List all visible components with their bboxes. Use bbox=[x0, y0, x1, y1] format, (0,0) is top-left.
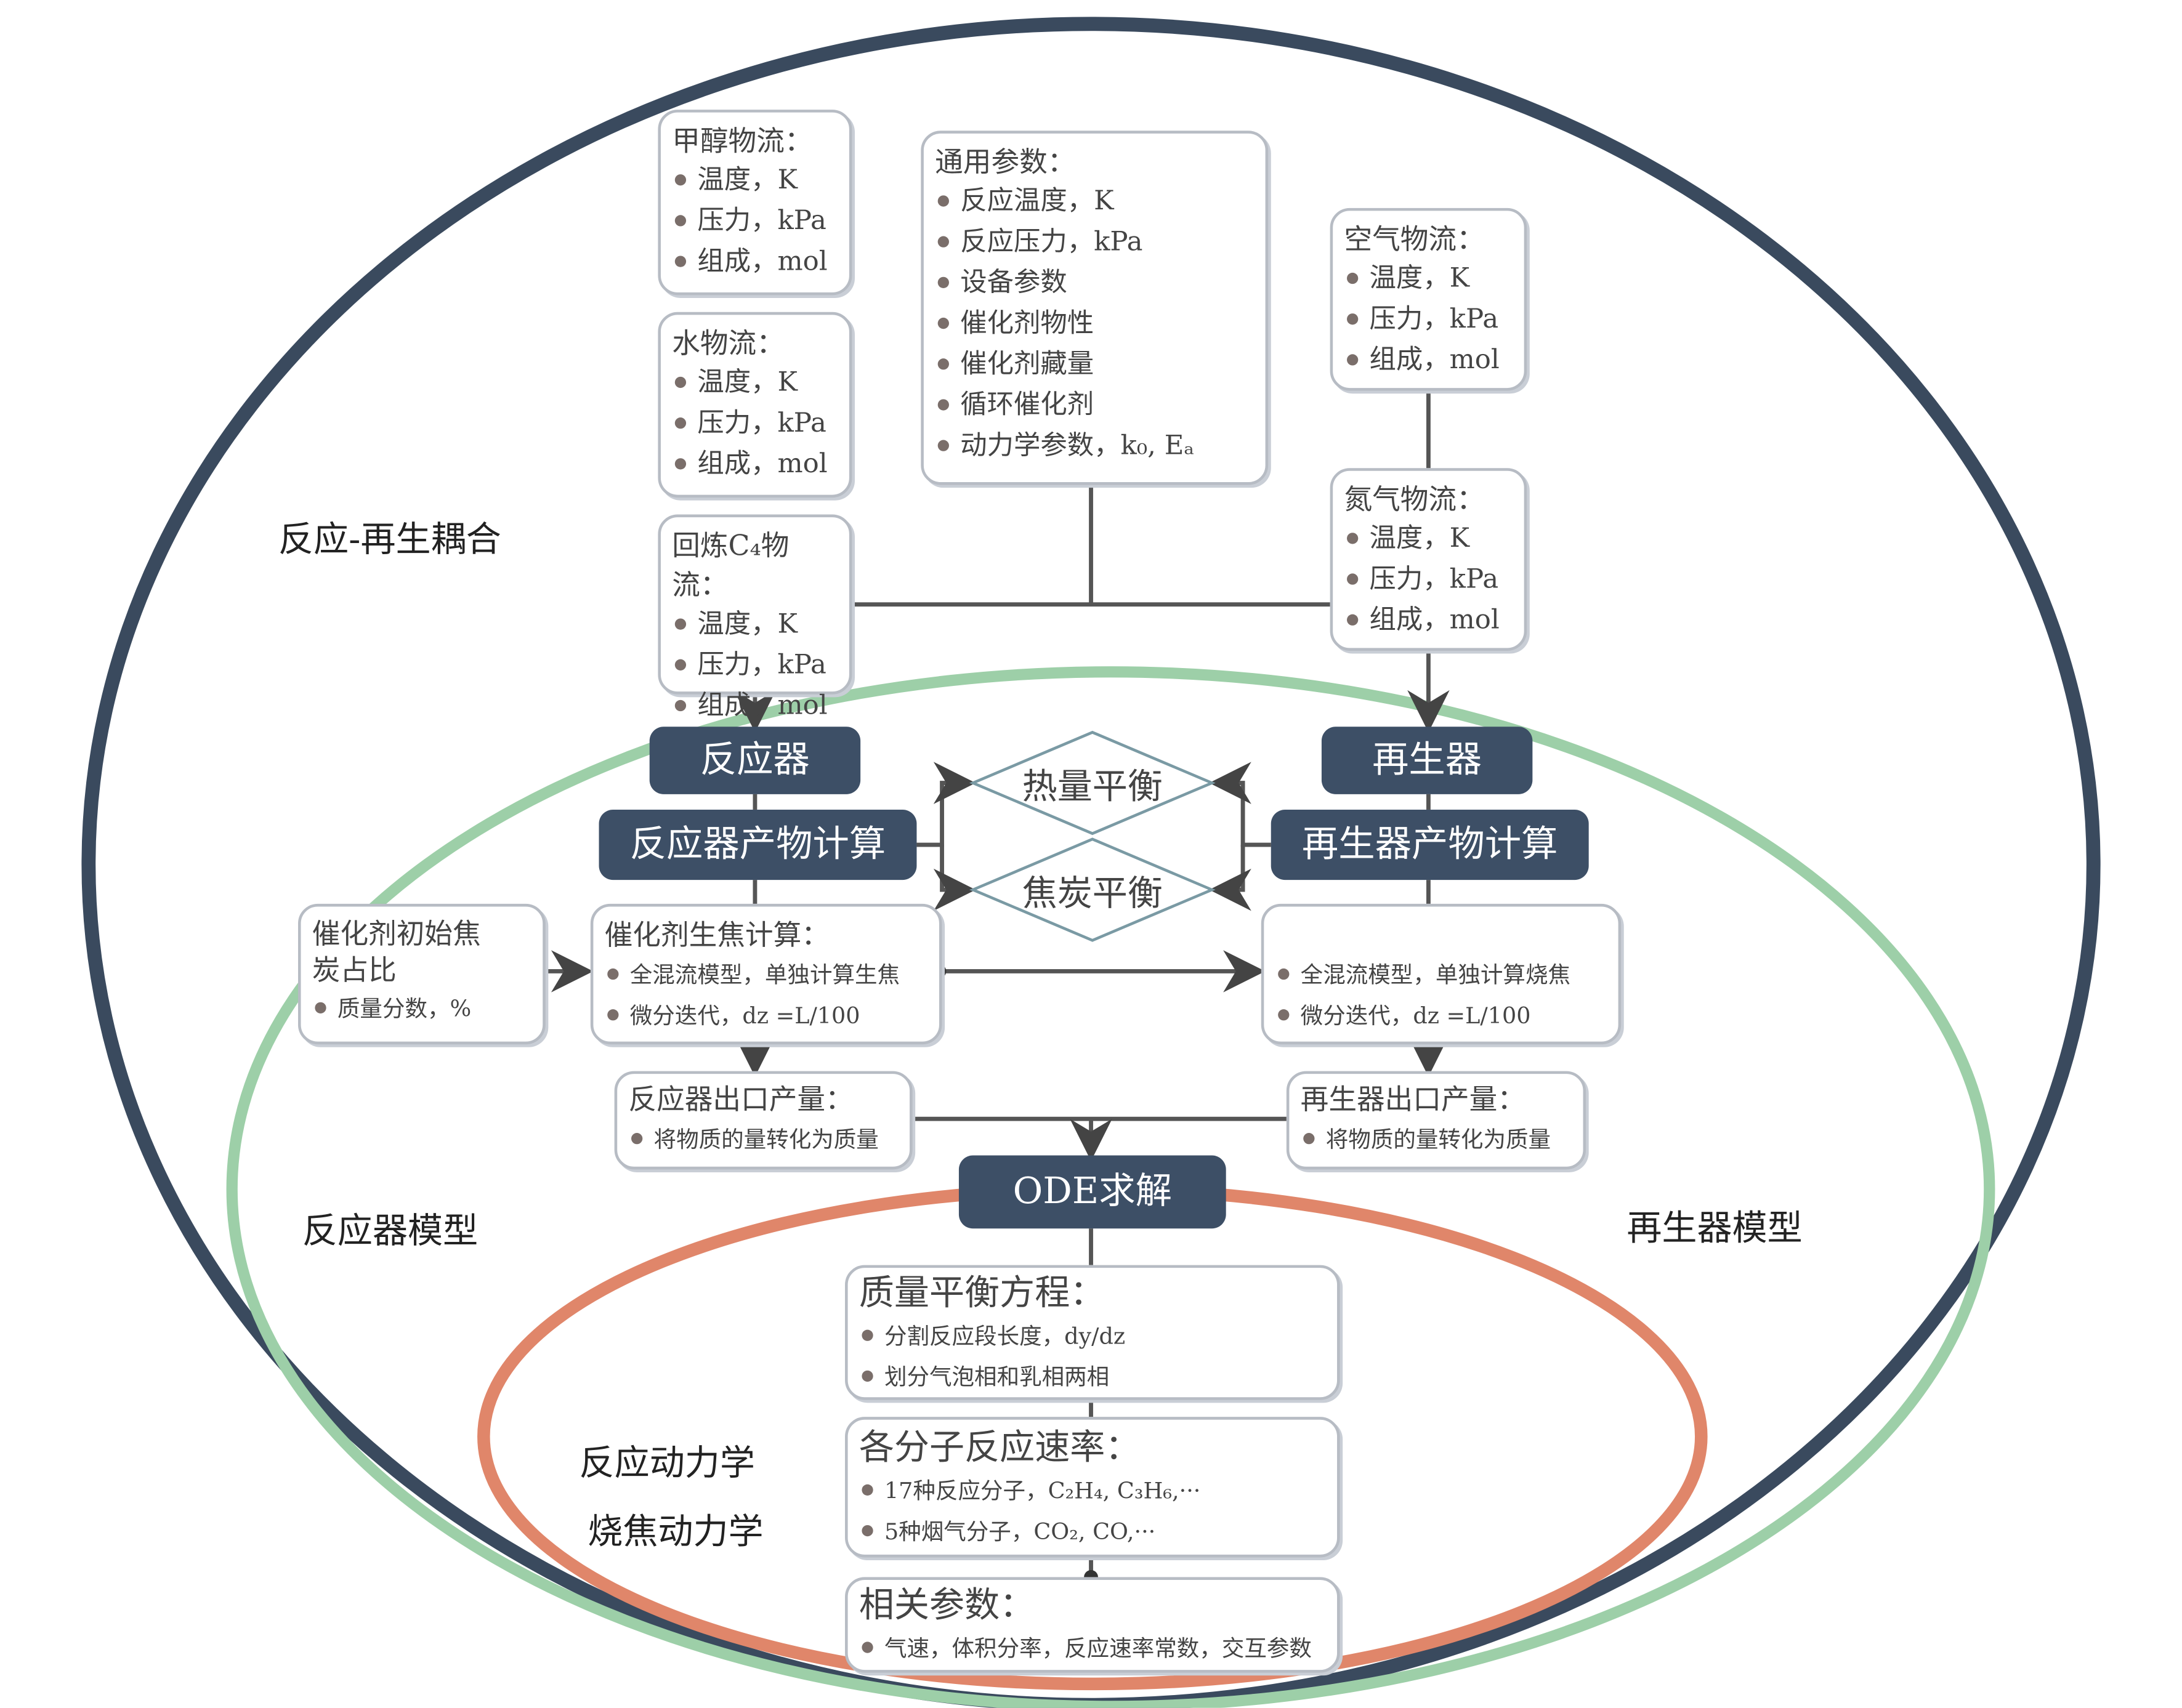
list-item: 压力，kPa bbox=[672, 201, 838, 241]
list-item: 将物质的量转化为质量 bbox=[1301, 1119, 1572, 1159]
reactor-product-calc-node: 反应器产物计算 bbox=[599, 809, 917, 880]
list-item: 压力，kPa bbox=[1344, 560, 1513, 600]
ode-solve-node: ODE求解 bbox=[958, 1155, 1226, 1229]
heat-balance-diamond bbox=[969, 730, 1216, 836]
regenerator-node: 再生器 bbox=[1321, 727, 1533, 794]
list-item: 温度，K bbox=[1344, 259, 1513, 299]
list-item: 全混流模型，单独计算生焦 bbox=[605, 954, 928, 995]
list-item: 组成，mol bbox=[672, 242, 838, 283]
box-title: 空气物流： bbox=[1344, 222, 1485, 256]
list-item: 反应压力，kPa bbox=[935, 222, 1254, 263]
list-item: 催化剂物性 bbox=[935, 304, 1254, 344]
box-title: 各分子反应速率： bbox=[859, 1427, 1141, 1468]
list-item: 动力学参数，k₀, Eₐ bbox=[935, 426, 1254, 467]
coke-burning-box: 全混流模型，单独计算烧焦微分迭代，dz =L/100 bbox=[1261, 903, 1622, 1045]
list-item: 组成，mol bbox=[1344, 340, 1513, 381]
box-title: 氮气物流： bbox=[1344, 482, 1485, 516]
coke-generation-box: 催化剂生焦计算： 全混流模型，单独计算生焦微分迭代，dz =L/100 bbox=[590, 903, 942, 1045]
list-item: 设备参数 bbox=[935, 263, 1254, 304]
box-title: 催化剂初始焦炭占比 bbox=[312, 916, 481, 987]
list-item: 气速，体积分率，反应速率常数，交互参数 bbox=[859, 1628, 1326, 1669]
initial-coke-box: 催化剂初始焦炭占比 质量分数，% bbox=[297, 903, 546, 1045]
related-params-box: 相关参数： 气速，体积分率，反应速率常数，交互参数 bbox=[845, 1577, 1340, 1673]
regenerator-product-calc-node: 再生器产物计算 bbox=[1271, 809, 1589, 880]
reactor-output-box: 反应器出口产量： 将物质的量转化为质量 bbox=[614, 1071, 913, 1170]
list-item: 分割反应段长度，dy/dz bbox=[859, 1316, 1326, 1356]
box-title: 反应器出口产量： bbox=[628, 1082, 854, 1116]
box-title: 相关参数： bbox=[859, 1584, 1035, 1625]
list-item: 组成，mol bbox=[672, 444, 838, 485]
reactor-model-label: 反应器模型 bbox=[302, 1210, 479, 1251]
box-title: 通用参数： bbox=[935, 145, 1076, 179]
coke-balance-diamond bbox=[969, 837, 1216, 942]
list-item: 划分气泡相和乳相两相 bbox=[859, 1356, 1326, 1397]
box-title: 甲醇物流： bbox=[672, 123, 813, 158]
green-ellipse bbox=[226, 666, 1995, 1708]
list-item: 温度，K bbox=[672, 605, 838, 645]
coupling-label: 反应-再生耦合 bbox=[278, 518, 501, 560]
reaction-rates-box: 各分子反应速率： 17种反应分子，C₂H₄, C₃H₆,···5种烟气分子，CO… bbox=[845, 1417, 1340, 1558]
list-item: 组成，mol bbox=[1344, 600, 1513, 641]
heat-balance-label: 热量平衡 bbox=[1022, 766, 1163, 807]
list-item: 压力，kPa bbox=[672, 403, 838, 444]
box-title: 水物流： bbox=[672, 326, 785, 360]
coking-kinetics-label: 烧焦动力学 bbox=[588, 1511, 764, 1552]
list-item: 催化剂藏量 bbox=[935, 344, 1254, 385]
list-item: 质量分数，% bbox=[312, 988, 531, 1029]
reaction-kinetics-label: 反应动力学 bbox=[579, 1442, 755, 1483]
list-item: 17种反应分子，C₂H₄, C₃H₆,··· bbox=[859, 1470, 1326, 1511]
list-item: 反应温度，K bbox=[935, 181, 1254, 222]
reactor-node: 反应器 bbox=[649, 727, 861, 794]
list-item: 全混流模型，单独计算烧焦 bbox=[1275, 954, 1607, 995]
list-item: 温度，K bbox=[672, 160, 838, 201]
regenerator-model-label: 再生器模型 bbox=[1626, 1207, 1803, 1249]
list-item: 微分迭代，dz =L/100 bbox=[605, 995, 928, 1036]
regenerator-output-box: 再生器出口产量： 将物质的量转化为质量 bbox=[1286, 1071, 1586, 1170]
list-item: 循环催化剂 bbox=[935, 385, 1254, 426]
list-item: 将物质的量转化为质量 bbox=[628, 1119, 898, 1159]
box-title: 质量平衡方程： bbox=[859, 1272, 1105, 1313]
box-title: 催化剂生焦计算： bbox=[604, 917, 830, 952]
list-item: 温度，K bbox=[672, 363, 838, 403]
list-item: 微分迭代，dz =L/100 bbox=[1275, 995, 1607, 1036]
box-title: 再生器出口产量： bbox=[1300, 1082, 1525, 1116]
list-item: 压力，kPa bbox=[672, 645, 838, 686]
list-item: 5种烟气分子，CO₂, CO,··· bbox=[859, 1511, 1326, 1552]
list-item: 温度，K bbox=[1344, 518, 1513, 559]
list-item: 压力，kPa bbox=[1344, 299, 1513, 340]
list-item: 组成，mol bbox=[672, 686, 838, 727]
box-title: 回炼C₄物流： bbox=[672, 528, 790, 602]
coke-balance-label: 焦炭平衡 bbox=[1022, 872, 1163, 914]
